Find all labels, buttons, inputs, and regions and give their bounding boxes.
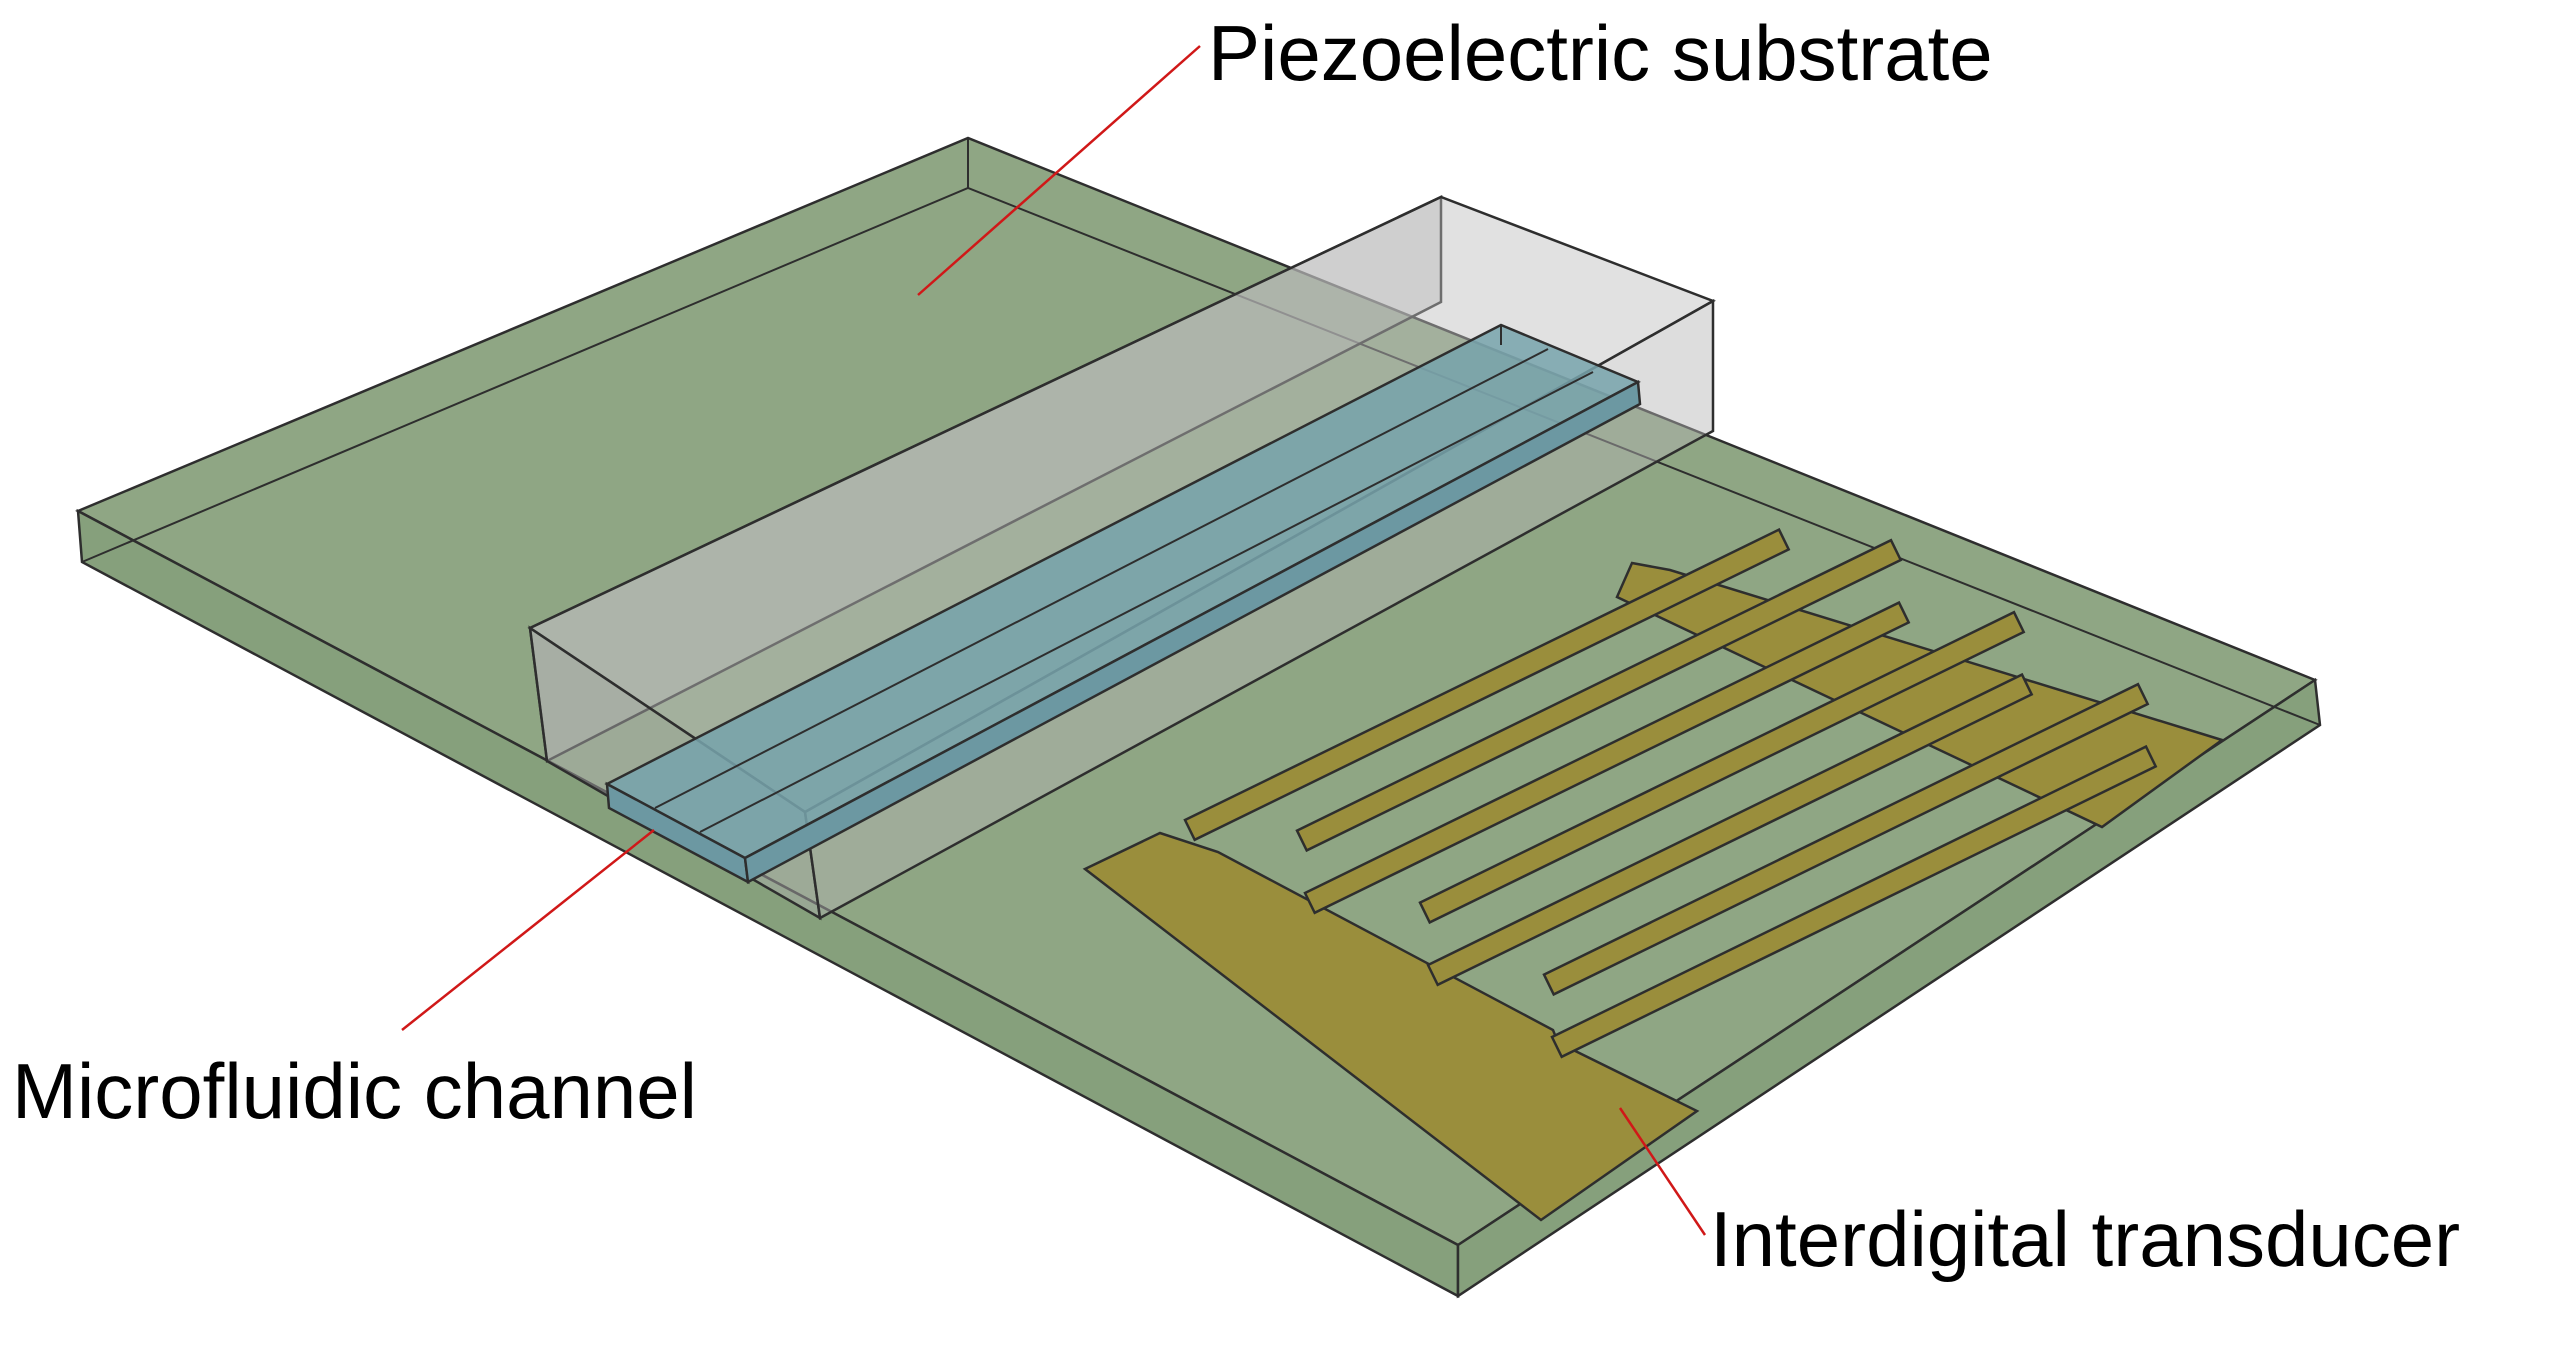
piezoelectric-substrate	[75, 136, 2322, 1299]
channel-ridge-1	[654, 348, 1549, 809]
interdigital-transducer	[1082, 527, 2225, 1222]
leader-lines	[401, 45, 1707, 1236]
microfluidic-channel	[604, 323, 1642, 885]
channel-label: Microfluidic channel	[12, 1047, 697, 1135]
channel-leader-line	[401, 829, 655, 1031]
idt-finger	[1550, 744, 2158, 1059]
idt-busbar-upper	[1615, 561, 2225, 829]
substrate-label: Piezoelectric substrate	[1208, 9, 1993, 97]
channel-ridge-2	[699, 371, 1594, 833]
idt-fingers	[1183, 527, 2158, 1059]
idt-finger	[1303, 600, 1911, 915]
substrate-leader-line	[917, 45, 1201, 296]
idt-leader-line	[1618, 1107, 1707, 1236]
idt-finger	[1295, 538, 1903, 853]
idt-finger	[1426, 672, 2034, 987]
idt-finger	[1418, 610, 2026, 925]
idt-label: Interdigital transducer	[1710, 1195, 2461, 1283]
channel-right-side	[743, 380, 1642, 884]
idt-finger	[1542, 682, 2150, 997]
idt-finger	[1183, 527, 1791, 842]
